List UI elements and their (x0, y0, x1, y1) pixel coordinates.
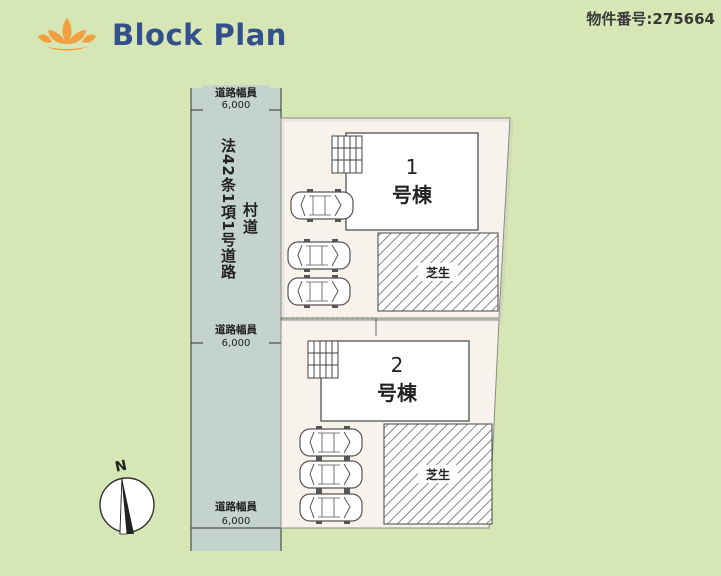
compass-north-label: N (114, 458, 129, 476)
road (191, 88, 281, 551)
road-width-value-bottom: 6,000 (222, 516, 251, 527)
lawn-1-label: 芝生 (426, 265, 450, 280)
car-icon (299, 425, 363, 460)
stairs-icon (331, 135, 363, 174)
car-icon (287, 274, 351, 309)
road-width-label-middle: 道路幅員 (215, 323, 257, 336)
building-1-number: 1 (406, 155, 419, 179)
road-width-value-middle: 6,000 (222, 338, 251, 349)
road-width-label-top: 道路幅員 (215, 86, 257, 99)
road-name-main: 法42条1項1号道路 (219, 137, 237, 280)
car-icon (299, 457, 363, 492)
compass-icon (99, 477, 155, 535)
building-2-name: 号棟 (377, 381, 418, 405)
building-2 (320, 340, 470, 422)
car-icon (299, 490, 363, 525)
stairs-icon (307, 340, 339, 379)
road-width-value-top: 6,000 (222, 100, 251, 111)
road-name-sub: 村道 (241, 201, 259, 236)
lotus-logo-icon (38, 18, 96, 51)
lawn-2-label: 芝生 (426, 467, 450, 482)
property-number: 物件番号:275664 (586, 10, 715, 28)
building-1 (345, 132, 479, 231)
car-icon (290, 188, 354, 223)
building-2-number: 2 (391, 353, 404, 377)
building-1-name: 号棟 (392, 183, 433, 207)
road-width-label-bottom: 道路幅員 (215, 500, 257, 513)
car-icon (287, 238, 351, 273)
page-title: Block Plan (112, 18, 287, 52)
